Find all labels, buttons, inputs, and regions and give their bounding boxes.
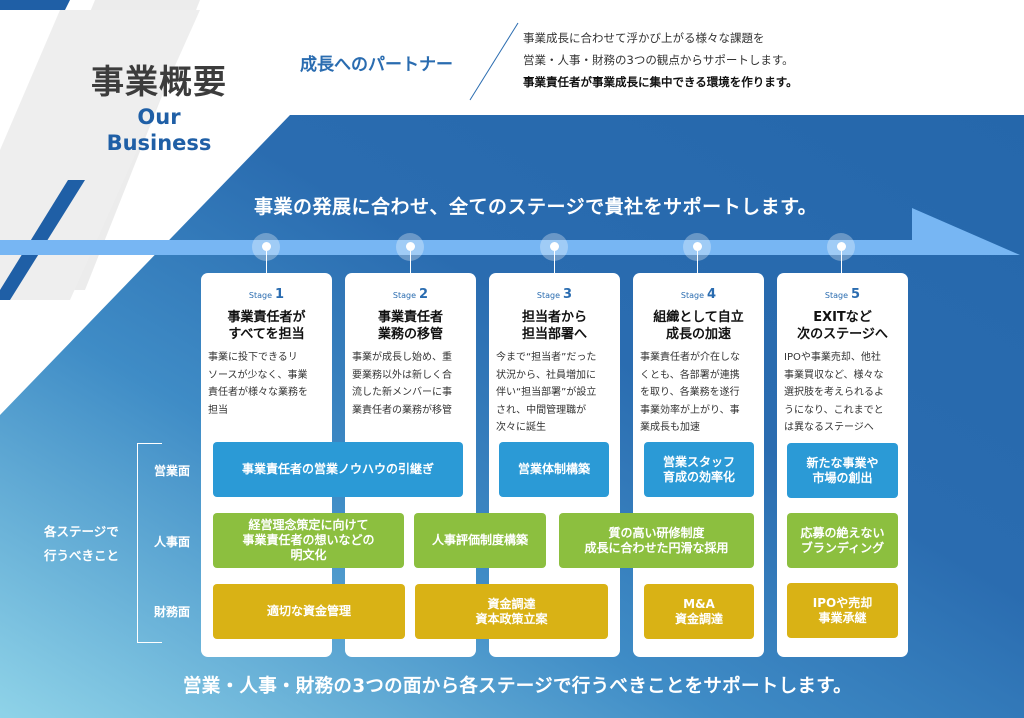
partner-label: 成長へのパートナー	[300, 55, 453, 75]
task-hr-3: 質の高い研修制度 成長に合わせた円滑な採用	[559, 513, 754, 568]
task-finance-1: 適切な資金管理	[213, 584, 405, 639]
headline: 事業の発展に合わせ、全てのステージで貴社をサポートします。	[254, 196, 818, 218]
stage-description: 事業責任者が介在しな くとも、各部署が連携 を取り、各業務を遂行 事業効率が上が…	[640, 352, 740, 433]
timeline-node-dot	[549, 242, 559, 251]
description-line: 営業・人事・財務の3つの観点からサポートします。	[523, 53, 794, 67]
description-line: 事業成長に合わせて浮かび上がる様々な課題を	[523, 31, 765, 45]
top-blue-stripe	[0, 0, 70, 10]
progress-arrow	[0, 208, 1020, 255]
task-hr-2: 人事評価制度構築	[414, 513, 546, 568]
footer-message: 営業・人事・財務の3つの面から各ステージで行うべきことをサポートします。	[183, 676, 852, 697]
partner-divider	[469, 22, 519, 101]
side-label-line: 行うべきこと	[44, 548, 120, 563]
task-sales-5: 新たな事業や 市場の創出	[787, 443, 898, 498]
timeline-connector	[696, 251, 698, 274]
task-finance-4: M&A 資金調達	[644, 584, 754, 639]
task-finance-2: 資金調達 資本政策立案	[415, 584, 608, 639]
stage-description: IPOや事業売却、他社 事業買収など、様々な 選択肢を考えられるよ うになり、こ…	[784, 352, 884, 433]
timeline-connector	[409, 251, 411, 274]
row-label-finance: 財務面	[154, 605, 191, 619]
timeline-node-dot	[692, 242, 702, 251]
timeline-connector	[840, 251, 842, 274]
stage-title: 組織として自立 成長の加速	[653, 310, 744, 342]
description-line-bold: 事業責任者が事業成長に集中できる環境を作ります。	[523, 75, 798, 89]
title-block: 事業概要 Our Business	[84, 62, 234, 156]
task-hr-1: 経営理念策定に向けて 事業責任者の想いなどの 明文化	[213, 513, 404, 568]
side-label-line: 各ステージで	[44, 524, 119, 539]
task-hr-5: 応募の絶えない ブランディング	[787, 513, 898, 568]
timeline-connector	[265, 251, 267, 274]
stage-title: EXITなど 次のステージへ	[797, 310, 888, 342]
page-subtitle: Our Business	[106, 105, 212, 155]
timeline-node-dot	[405, 242, 415, 251]
task-finance-5: IPOや売却 事業承継	[787, 583, 898, 638]
timeline-node-dot	[261, 242, 271, 251]
row-label-hr: 人事面	[154, 535, 191, 549]
rows-bracket	[137, 443, 162, 643]
task-sales-4: 営業スタッフ 育成の効率化	[644, 442, 754, 497]
header-description: 事業成長に合わせて浮かび上がる様々な課題を 営業・人事・財務の3つの観点からサポ…	[523, 27, 798, 93]
stage-title: 事業責任者 業務の移管	[377, 310, 443, 342]
stage-description: 事業が成長し始め、重 要業務以外は新しく合 流した新メンバーに事 業責任者の業務…	[352, 352, 452, 416]
stage-description: 今まで“担当者”だった 状況から、社員増加に 伴い“担当部署”が設立 され、中間…	[496, 352, 597, 433]
stage-description: 事業に投下できるリ ソースが少なく、事業 責任者が様々な業務を 担当	[208, 352, 308, 416]
task-sales-3: 営業体制構築	[499, 442, 609, 497]
task-sales-1: 事業責任者の営業ノウハウの引継ぎ	[213, 442, 463, 497]
page-title: 事業概要	[91, 62, 227, 101]
timeline-node-dot	[836, 242, 846, 251]
stage-title: 担当者から 担当部署へ	[521, 310, 587, 342]
stage-title: 事業責任者が すべてを担当	[227, 310, 306, 342]
row-label-sales: 営業面	[154, 464, 191, 478]
side-label: 各ステージで 行うべきこと	[44, 520, 119, 568]
timeline-connector	[553, 251, 555, 274]
